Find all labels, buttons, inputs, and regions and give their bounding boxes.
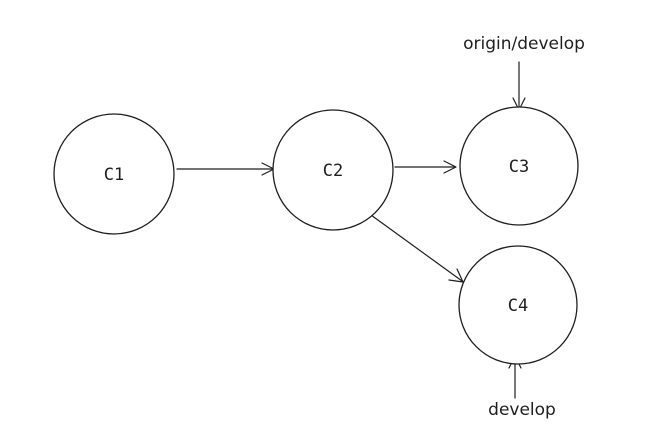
edge-c1-c2 [176, 162, 275, 176]
commit-node-c1[interactable]: C1 [53, 113, 175, 235]
commit-label-c2: C2 [323, 161, 343, 181]
ref-label-origin-develop: origin/develop [463, 34, 585, 54]
ref-arrow-origin-develop [512, 61, 526, 111]
commit-node-c3[interactable]: C3 [459, 106, 579, 226]
commit-label-c4: C4 [508, 296, 528, 316]
edge-c2-c4 [370, 214, 464, 283]
edge-c2-c3 [394, 160, 457, 174]
commit-label-c1: C1 [104, 165, 124, 185]
commit-label-c3: C3 [509, 157, 529, 177]
ref-label-develop: develop [488, 400, 556, 420]
commit-node-c4[interactable]: C4 [458, 245, 578, 365]
commit-node-c2[interactable]: C2 [272, 109, 394, 231]
